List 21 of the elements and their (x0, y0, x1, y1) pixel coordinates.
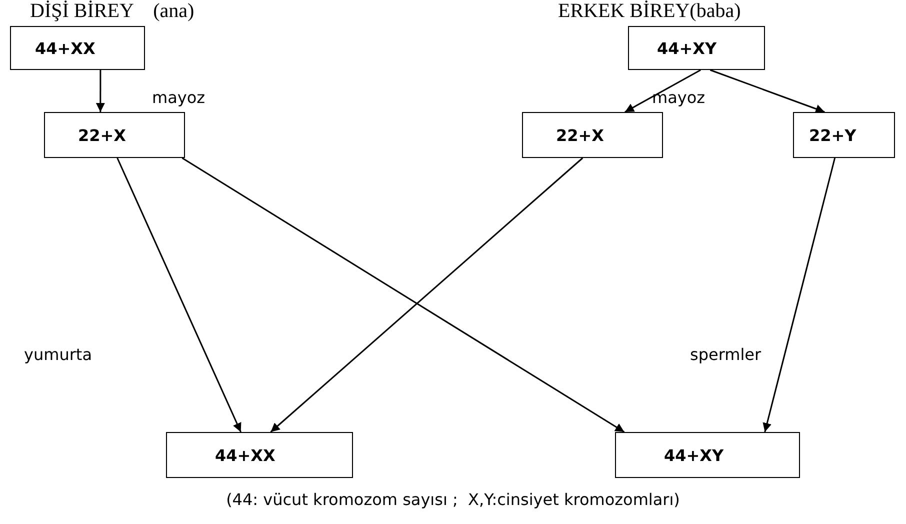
chromosome-box: 22+X (44, 112, 185, 158)
arrow (270, 157, 584, 433)
arrow (762, 158, 836, 432)
chromosome-box: 22+Y (793, 112, 895, 158)
arrow (182, 157, 625, 433)
step-label: spermler (690, 345, 762, 364)
step-label: mayoz (152, 88, 206, 107)
step-label: mayoz (652, 88, 706, 107)
arrow (710, 69, 825, 114)
step-label: yumurta (24, 345, 92, 364)
chromosome-box: 44+XY (615, 432, 800, 478)
chromosome-box: 22+X (522, 112, 663, 158)
arrow (116, 158, 242, 432)
arrow (624, 69, 701, 113)
caption: (44: vücut kromozom sayısı ; X,Y:cinsiyet kromozomları) (225, 490, 681, 509)
chromosome-box: 44+XX (10, 26, 145, 70)
node-heading: ERKEK BİREY(baba) (558, 0, 741, 22)
chromosome-box: 44+XY (628, 26, 765, 70)
chromosome-box: 44+XX (166, 432, 353, 478)
node-heading: DİŞİ BİREY (ana) (30, 0, 194, 22)
arrow (96, 70, 105, 112)
